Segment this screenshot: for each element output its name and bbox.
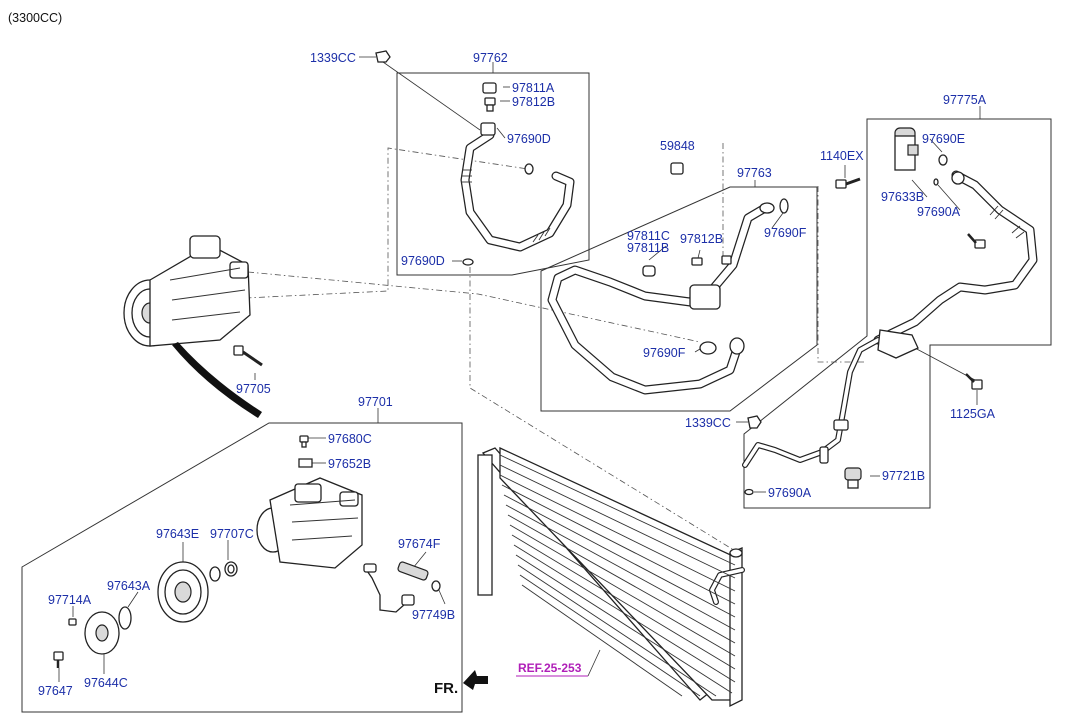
bolt-1125ga-icon xyxy=(965,373,983,390)
bolt-1140ex-icon xyxy=(835,177,861,189)
label-97643e[interactable]: 97643E xyxy=(156,527,199,541)
label-97690f-top[interactable]: 97690F xyxy=(764,226,807,240)
clutch-plate-97644c-icon xyxy=(84,611,120,655)
nut-97811a-icon xyxy=(482,82,497,94)
snap-ring-97643e-icon xyxy=(209,566,221,582)
o-ring-97690d-bot-icon xyxy=(462,258,474,266)
bolt-97705-icon xyxy=(233,345,263,367)
group-boxes xyxy=(21,72,1052,713)
o-ring-97690f-top-icon xyxy=(779,198,789,214)
label-97647[interactable]: 97647 xyxy=(38,684,73,698)
label-59848[interactable]: 59848 xyxy=(660,139,695,153)
dashed-leaders xyxy=(204,143,866,553)
label-97707c[interactable]: 97707C xyxy=(210,527,254,541)
bolt-97647-icon xyxy=(53,651,64,668)
label-97775a[interactable]: 97775A xyxy=(943,93,987,107)
bracket-97652b-icon xyxy=(298,458,313,468)
bolt-97714a-icon xyxy=(68,618,77,626)
label-97643a[interactable]: 97643A xyxy=(107,579,151,593)
label-97690d-bot[interactable]: 97690D xyxy=(401,254,445,268)
label-97749b[interactable]: 97749B xyxy=(412,608,455,622)
label-97705[interactable]: 97705 xyxy=(236,382,271,396)
bolt-97680c-icon xyxy=(299,435,309,448)
nut-1339cc-bot-icon xyxy=(747,415,762,429)
label-1125ga[interactable]: 1125GA xyxy=(950,407,996,421)
label-97762[interactable]: 97762 xyxy=(473,51,508,65)
snap-ring-97707c-icon xyxy=(224,561,238,577)
label-97690f-bot[interactable]: 97690F xyxy=(643,346,686,360)
hose-97763-icon xyxy=(547,202,775,395)
o-ring-97690d-top-icon xyxy=(524,163,534,175)
label-97721b[interactable]: 97721B xyxy=(882,469,925,483)
label-97652b[interactable]: 97652B xyxy=(328,457,371,471)
label-97812b-mid[interactable]: 97812B xyxy=(680,232,723,246)
nut-97811c-icon xyxy=(642,265,656,277)
label-97690a-top[interactable]: 97690A xyxy=(917,205,961,219)
condenser-fins xyxy=(499,454,736,697)
label-97811c[interactable]: 97811C xyxy=(627,229,670,243)
label-97633b[interactable]: 97633B xyxy=(881,190,924,204)
label-97644c[interactable]: 97644C xyxy=(84,676,128,690)
pressure-switch-97674f-icon xyxy=(363,561,429,613)
o-ring-97690f-bot-icon xyxy=(699,341,717,355)
arrow-icon xyxy=(172,342,262,418)
fr-label: FR. xyxy=(434,680,458,697)
engine-note: (3300CC) xyxy=(8,11,62,25)
nut-59848-icon xyxy=(670,162,684,175)
label-97690d-top[interactable]: 97690D xyxy=(507,132,551,146)
label-97680c[interactable]: 97680C xyxy=(328,432,372,446)
label-97763[interactable]: 97763 xyxy=(737,166,772,180)
label-97701[interactable]: 97701 xyxy=(358,395,393,409)
hose-97762-icon xyxy=(460,122,575,252)
shim-97643a-icon xyxy=(118,606,132,630)
nut-1339cc-top-icon xyxy=(375,50,391,63)
label-1339cc-bot[interactable]: 1339CC xyxy=(685,416,731,430)
part-labels: 1339CC 97762 97811A 97812B 97690D 97690D… xyxy=(38,51,996,698)
o-ring-97690a-top-icon xyxy=(933,178,939,186)
box-97775a xyxy=(743,118,1052,509)
label-97690a-bot[interactable]: 97690A xyxy=(768,486,812,500)
liquid-line-97775a-icon xyxy=(742,170,1038,468)
bolt-97775a-icon xyxy=(967,233,986,249)
pressure-switch-97721b-icon xyxy=(844,467,862,489)
label-97674f[interactable]: 97674F xyxy=(398,537,441,551)
label-1140ex[interactable]: 1140EX xyxy=(820,149,864,163)
bolt-97812b-mid-icon xyxy=(691,255,732,266)
label-97811a[interactable]: 97811A xyxy=(512,81,555,95)
label-97812b-top[interactable]: 97812B xyxy=(512,95,555,109)
label-97690e[interactable]: 97690E xyxy=(922,132,965,146)
expansion-valve-97633b-icon xyxy=(894,127,919,171)
condenser-icon xyxy=(477,446,745,708)
front-arrow-icon xyxy=(463,670,488,690)
box-97762 xyxy=(396,72,590,276)
box-97701 xyxy=(21,422,463,713)
o-ring-97749b-icon xyxy=(431,580,441,592)
ref-label[interactable]: REF.25-253 xyxy=(518,661,582,675)
o-ring-97690a-bot-icon xyxy=(744,488,754,496)
compressor-icon xyxy=(123,235,251,347)
label-97714a[interactable]: 97714A xyxy=(48,593,92,607)
box-97763 xyxy=(540,186,818,412)
bolt-97812b-top-icon xyxy=(484,97,496,112)
label-1339cc-top[interactable]: 1339CC xyxy=(310,51,356,65)
label-97811b[interactable]: 97811B xyxy=(627,241,669,255)
o-ring-97690e-icon xyxy=(938,154,948,166)
pulley-97643e-icon xyxy=(157,561,209,623)
compressor-body-97701-icon xyxy=(256,477,363,569)
